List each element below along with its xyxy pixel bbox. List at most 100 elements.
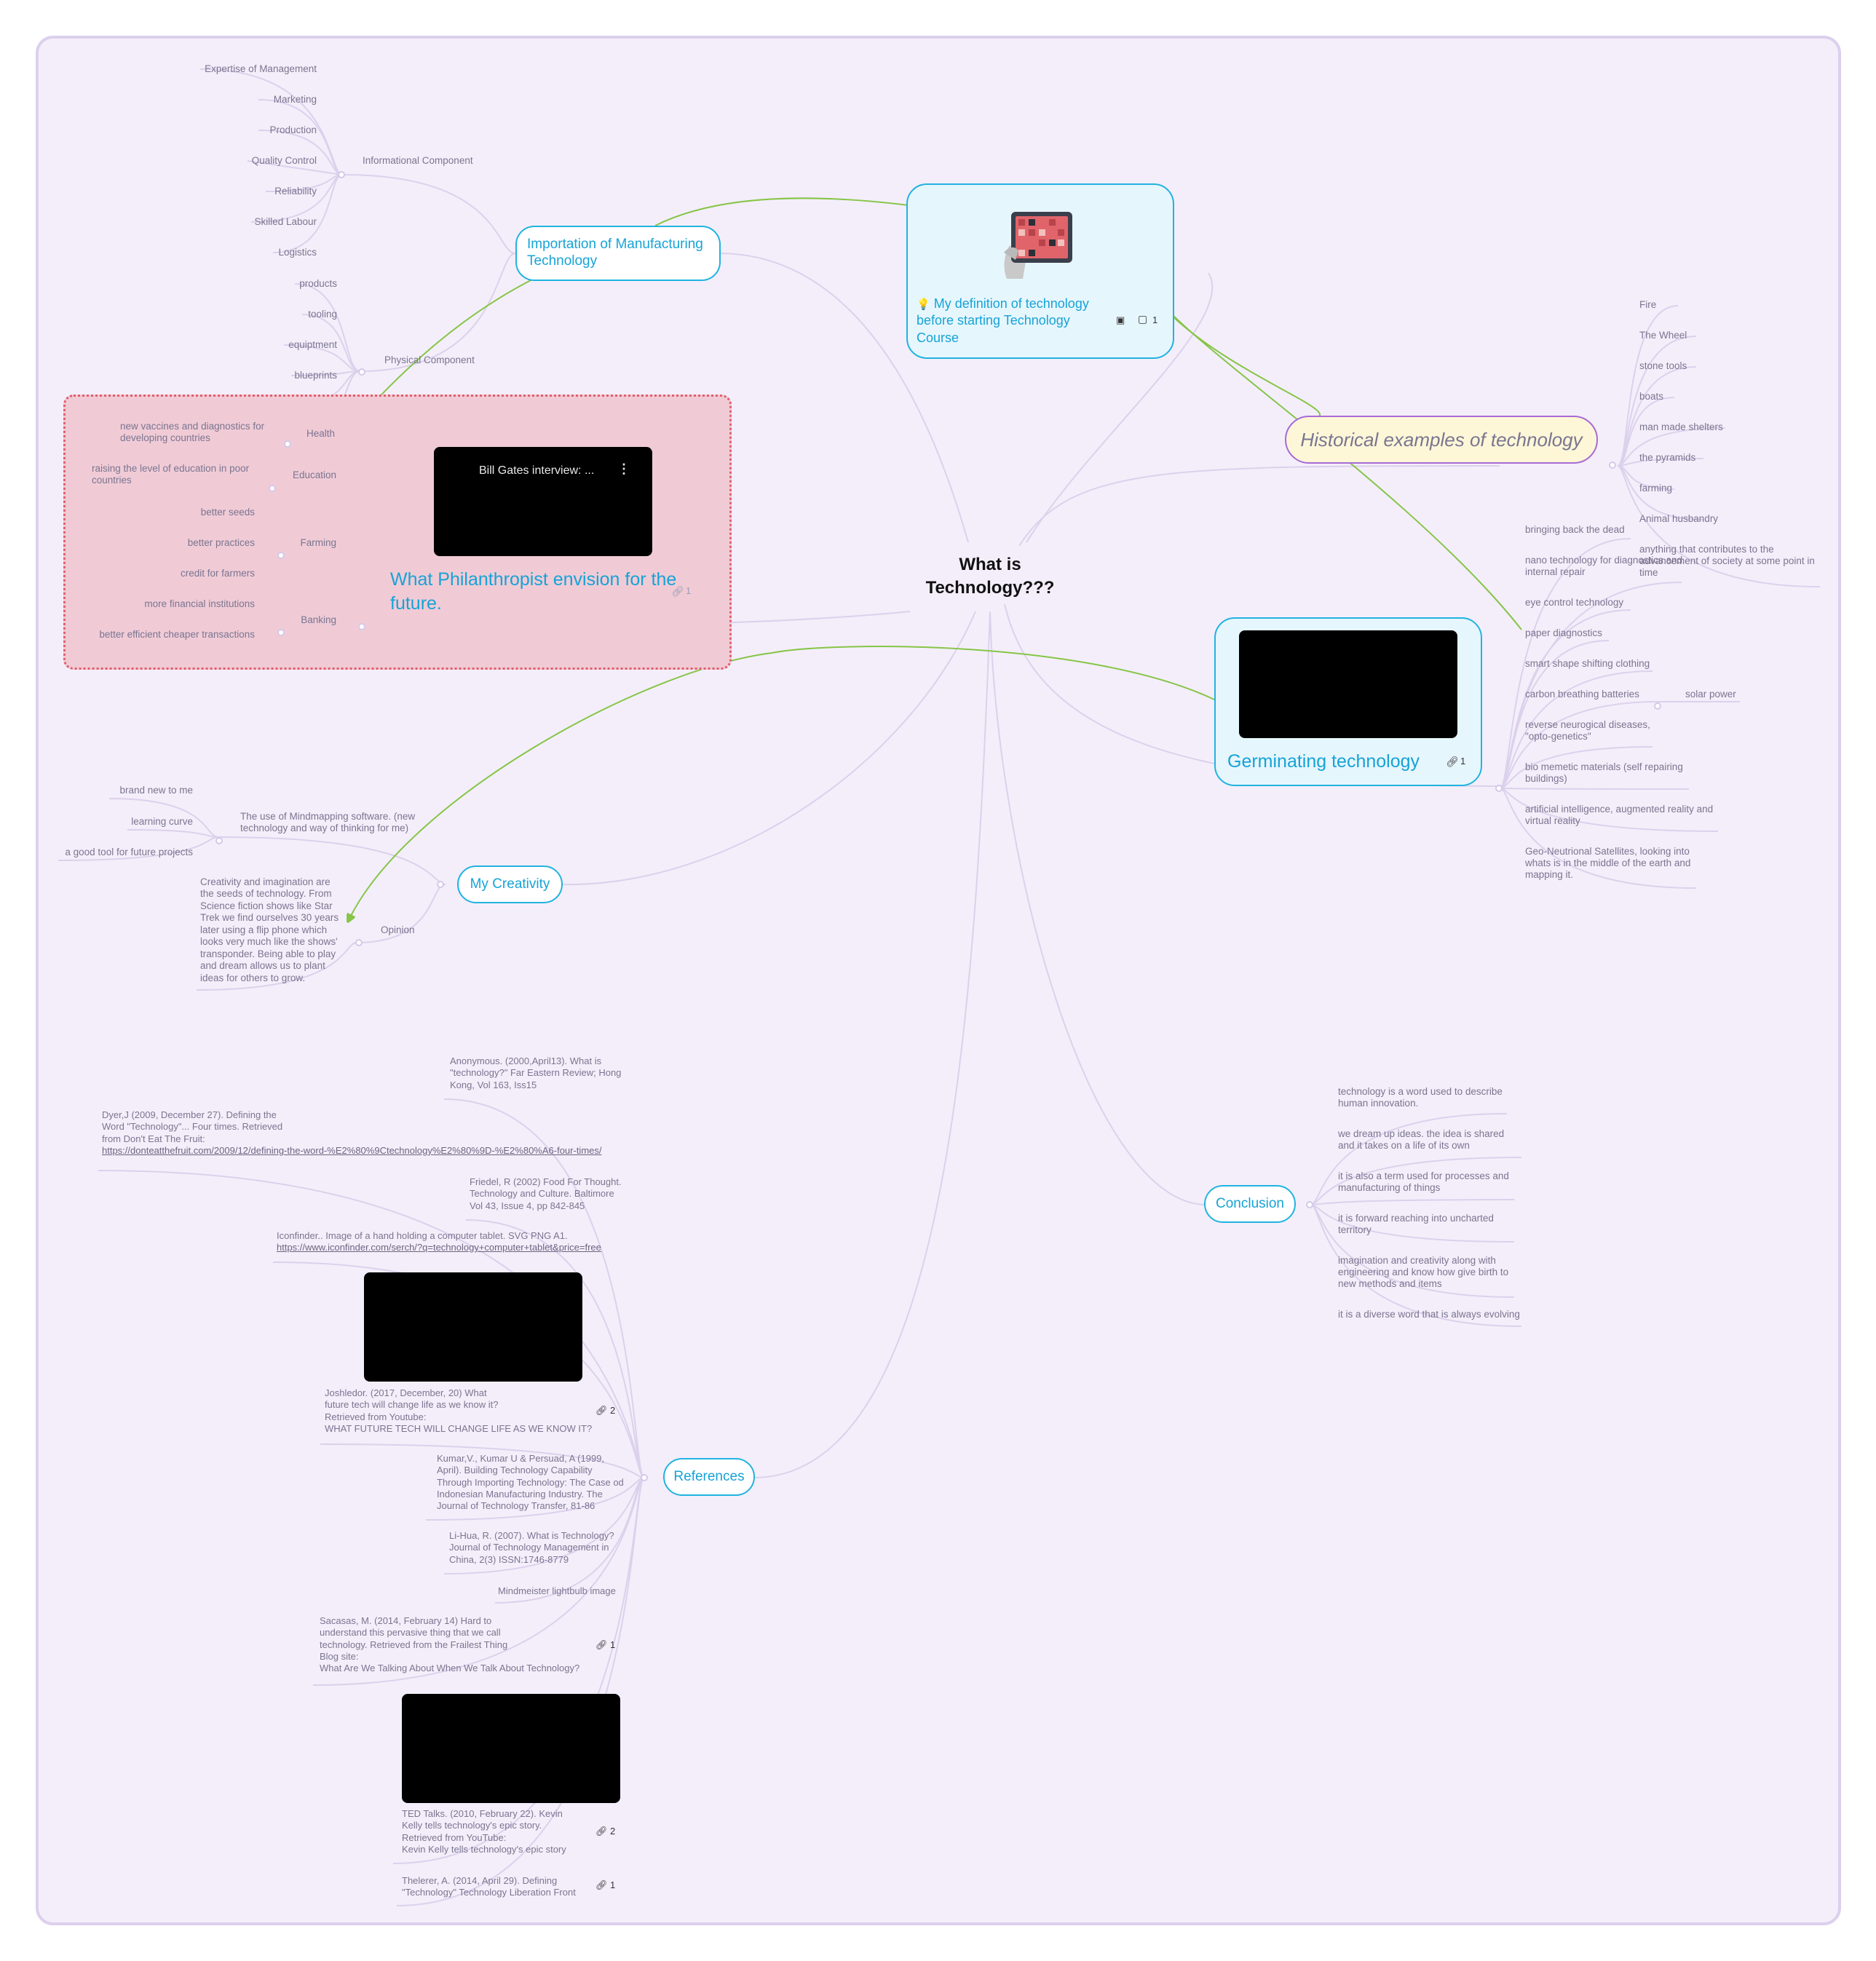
education-dot[interactable]	[269, 485, 276, 492]
link-icon[interactable]: 🔗︎	[1446, 756, 1459, 767]
link-icon[interactable]: 🔗︎	[595, 1879, 608, 1890]
germinating-item[interactable]: eye control technology	[1525, 597, 1624, 608]
topic-definition[interactable]: 💡 My definition of technology before sta…	[906, 183, 1174, 359]
reference-link[interactable]: https://donteatthefruit.com/2009/12/defi…	[102, 1144, 602, 1156]
conclusion-item[interactable]: imagination and creativity along with en…	[1338, 1255, 1509, 1290]
historical-item[interactable]: farming	[1639, 483, 1673, 494]
germinating-item[interactable]: bio memetic materials (self repairing bu…	[1525, 761, 1683, 785]
conclusion-item[interactable]: it is a diverse word that is always evol…	[1338, 1309, 1520, 1320]
reference-item[interactable]: Kumar,V., Kumar U & Persuad, A (1999, Ap…	[437, 1453, 626, 1512]
farming-label[interactable]: Farming	[300, 537, 336, 548]
germinating-item[interactable]: carbon breathing batteries	[1525, 689, 1639, 700]
historical-item[interactable]: man made shelters	[1639, 421, 1723, 432]
banking-item[interactable]: better efficient cheaper transactions	[99, 629, 255, 640]
germinating-video[interactable]	[1239, 630, 1457, 738]
topic-manufacturing[interactable]: Importation of Manufacturing Technology	[515, 226, 721, 281]
informational-item[interactable]: Marketing	[273, 94, 317, 105]
germinating-collapse-dot[interactable]	[1495, 785, 1503, 792]
future-tech-video[interactable]	[364, 1272, 582, 1382]
mindmapping-dot[interactable]	[215, 837, 223, 844]
germinating-item[interactable]: Geo-Neutrional Satellites, looking into …	[1525, 846, 1691, 881]
physical-item[interactable]: blueprints	[294, 370, 337, 381]
topic-germinating[interactable]: Germinating technology 🔗︎ 1	[1214, 617, 1482, 786]
germinating-item[interactable]: reverse neurogical diseases, "opto-genet…	[1525, 719, 1650, 742]
health-label[interactable]: Health	[306, 428, 335, 439]
health-dot[interactable]	[284, 440, 291, 448]
central-topic[interactable]: What is Technology???	[906, 553, 1074, 601]
topic-conclusion[interactable]: Conclusion	[1204, 1185, 1296, 1223]
reference-link[interactable]: https://www.iconfinder.com/serch/?q=tech…	[277, 1242, 601, 1253]
reference-item[interactable]: Iconfinder.. Image of a hand holding a c…	[277, 1230, 641, 1254]
topic-creativity[interactable]: My Creativity	[457, 865, 563, 903]
informational-item[interactable]: Expertise of Management	[205, 63, 317, 74]
link-icon[interactable]: 🔗︎	[595, 1826, 608, 1837]
reference-item[interactable]: Dyer,J (2009, December 27). Defining the…	[102, 1109, 662, 1157]
conclusion-item[interactable]: we dream up ideas. the idea is shared an…	[1338, 1128, 1505, 1152]
informational-item[interactable]: Production	[269, 124, 317, 135]
informational-collapse-dot[interactable]	[338, 171, 345, 178]
informational-item[interactable]: Quality Control	[251, 155, 317, 166]
banking-dot[interactable]	[358, 623, 365, 630]
reference-item[interactable]: Anonymous. (2000,April13). What is "tech…	[450, 1055, 632, 1091]
comment-icon[interactable]: ▢	[1138, 313, 1148, 325]
reference-item[interactable]: Thelerer, A. (2014, April 29). Defining …	[402, 1875, 591, 1899]
historical-item[interactable]: Animal husbandry	[1639, 513, 1719, 524]
conclusion-collapse-dot[interactable]	[1306, 1201, 1313, 1208]
reference-item[interactable]: Li-Hua, R. (2007). What is Technology? J…	[449, 1530, 631, 1566]
farming-item[interactable]: better seeds	[200, 507, 255, 518]
historical-item[interactable]: the pyramids	[1639, 452, 1696, 463]
conclusion-item[interactable]: technology is a word used to describe hu…	[1338, 1086, 1503, 1109]
physical-item[interactable]: products	[299, 278, 337, 289]
reference-item[interactable]: Sacasas, M. (2014, February 14) Hard to …	[320, 1615, 611, 1674]
mindmapping-label[interactable]: The use of Mindmapping software. (new te…	[240, 811, 416, 834]
reference-item[interactable]: Joshledor. (2017, December, 20) What fut…	[325, 1387, 601, 1435]
farming-item[interactable]: better practices	[187, 537, 255, 548]
banking-label[interactable]: Banking	[301, 614, 336, 625]
opinion-label[interactable]: Opinion	[381, 924, 415, 935]
mindmapping-item[interactable]: brand new to me	[119, 785, 193, 796]
references-collapse-dot[interactable]	[641, 1474, 648, 1481]
reference-item[interactable]: Mindmeister lightbulb image	[498, 1585, 644, 1597]
opinion-dot[interactable]	[355, 939, 363, 946]
farming-item[interactable]: credit for farmers	[180, 568, 255, 579]
germinating-item[interactable]: artificial intelligence, augmented reali…	[1525, 804, 1714, 827]
germinating-item[interactable]: bringing back the dead	[1525, 524, 1625, 535]
mindmapping-item[interactable]: learning curve	[131, 816, 193, 827]
video-menu-icon[interactable]: ⋮	[617, 461, 630, 476]
historical-item[interactable]: The Wheel	[1639, 330, 1687, 341]
reference-item[interactable]: TED Talks. (2010, February 22). Kevin Ke…	[402, 1808, 606, 1855]
creativity-collapse-dot[interactable]	[437, 881, 444, 888]
banking-item[interactable]: more financial institutions	[144, 598, 255, 609]
physical-component[interactable]: Physical Component	[384, 354, 475, 365]
carbon-collapse-dot[interactable]	[1654, 702, 1661, 710]
physical-item[interactable]: tooling	[308, 309, 337, 320]
historical-item[interactable]: anything that contributes to the advance…	[1639, 544, 1815, 579]
informational-item[interactable]: Skilled Labour	[254, 216, 317, 227]
education-label[interactable]: Education	[292, 470, 336, 480]
topic-references[interactable]: References	[663, 1458, 755, 1496]
link-icon[interactable]: 🔗︎	[671, 585, 684, 597]
physical-collapse-dot[interactable]	[358, 368, 365, 376]
conclusion-item[interactable]: it is also a term used for processes and…	[1338, 1170, 1509, 1194]
physical-item[interactable]: equiptment	[288, 339, 337, 350]
historical-collapse-dot[interactable]	[1609, 461, 1616, 469]
germinating-item[interactable]: nano technology for diagnostics and inte…	[1525, 555, 1683, 578]
germinating-item[interactable]: paper diagnostics	[1525, 627, 1602, 638]
historical-item[interactable]: boats	[1639, 391, 1664, 402]
mindmapping-item[interactable]: a good tool for future projects	[65, 847, 193, 857]
historical-item[interactable]: stone tools	[1639, 360, 1687, 371]
farming-dot[interactable]	[277, 552, 285, 559]
reference-item[interactable]: Friedel, R (2002) Food For Thought. Tech…	[470, 1176, 630, 1212]
banking-item-dot[interactable]	[277, 629, 285, 636]
historical-item[interactable]: Fire	[1639, 299, 1657, 310]
topic-historical[interactable]: Historical examples of technology	[1285, 416, 1598, 464]
germinating-item[interactable]: smart shape shifting clothing	[1525, 658, 1650, 669]
education-item[interactable]: raising the level of education in poor c…	[92, 463, 250, 486]
informational-item[interactable]: Logistics	[278, 247, 317, 258]
bill-gates-video[interactable]: Bill Gates interview: ... ⋮	[434, 447, 652, 556]
kevin-kelly-video[interactable]	[402, 1694, 620, 1803]
link-icon[interactable]: 🔗︎	[595, 1405, 608, 1416]
informational-component[interactable]: Informational Component	[363, 155, 473, 166]
image-icon[interactable]: ▣	[1116, 314, 1125, 325]
opinion-text[interactable]: Creativity and imagination are the seeds…	[200, 876, 339, 983]
